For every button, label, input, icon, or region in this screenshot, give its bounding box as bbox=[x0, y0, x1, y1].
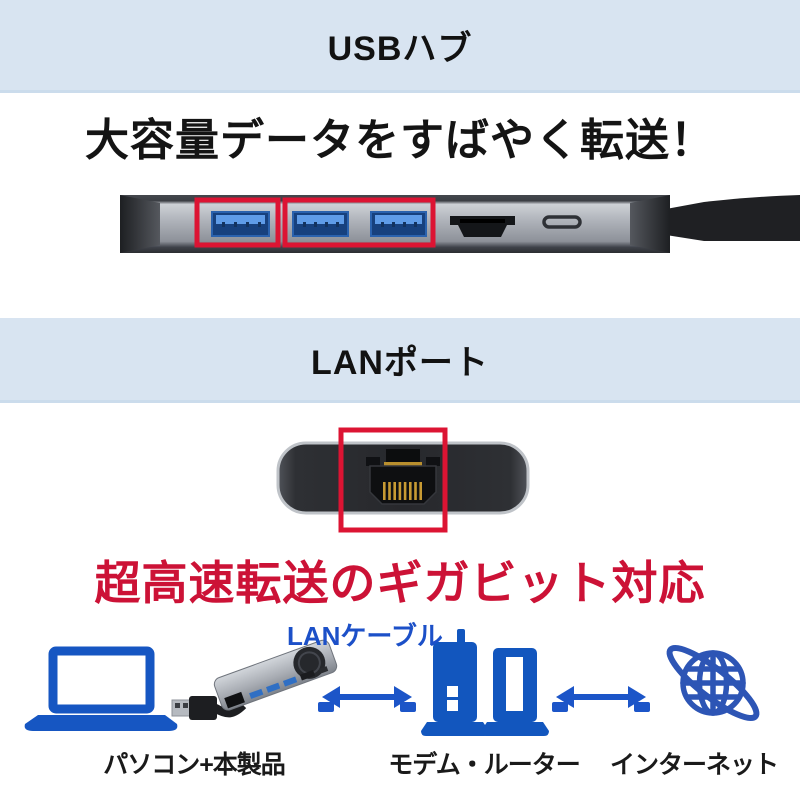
usb-banner-title: USBハブ bbox=[327, 29, 473, 68]
node-label-pc-product: パソコン+本製品 bbox=[103, 751, 286, 779]
rj45-lan-port-icon bbox=[366, 449, 440, 505]
usb-c-port-icon bbox=[542, 215, 582, 229]
usb-a-port-icon bbox=[370, 211, 427, 237]
usb-a-port-icon bbox=[292, 211, 349, 237]
node-label-internet: インターネット bbox=[609, 751, 779, 779]
lan-port-figure bbox=[276, 427, 530, 533]
usb-section-banner: USBハブ bbox=[0, 0, 800, 93]
usb-hub-front-figure bbox=[120, 195, 800, 253]
lan-arrow-icon bbox=[552, 686, 650, 712]
hdmi-slot bbox=[460, 219, 505, 223]
lan-headline: 超高速転送のギガビット対応 bbox=[94, 557, 706, 609]
laptop-icon bbox=[24, 646, 178, 731]
lan-cable-label: LANケーブル bbox=[287, 621, 443, 651]
usb-headline: 大容量データをすばやく転送！ bbox=[85, 116, 715, 165]
usb-a-port-icon bbox=[211, 211, 270, 237]
globe-internet-icon bbox=[666, 644, 760, 722]
hub-right-bevel bbox=[630, 195, 670, 253]
red-highlight-frame bbox=[282, 197, 436, 248]
connection-diagram-figure bbox=[24, 629, 760, 736]
usb-cable bbox=[666, 195, 800, 241]
red-highlight-frame bbox=[194, 197, 281, 248]
node-label-modem-router: モデム・ルーター bbox=[388, 751, 581, 779]
hub-product-icon bbox=[171, 639, 338, 720]
lan-banner-title: LANポート bbox=[311, 343, 489, 382]
lan-section-banner: LANポート bbox=[0, 318, 800, 403]
red-highlight-frame bbox=[338, 427, 448, 533]
modem-router-icon bbox=[421, 629, 549, 736]
hub-left-bevel bbox=[120, 195, 160, 253]
lan-arrow-icon bbox=[318, 686, 416, 712]
